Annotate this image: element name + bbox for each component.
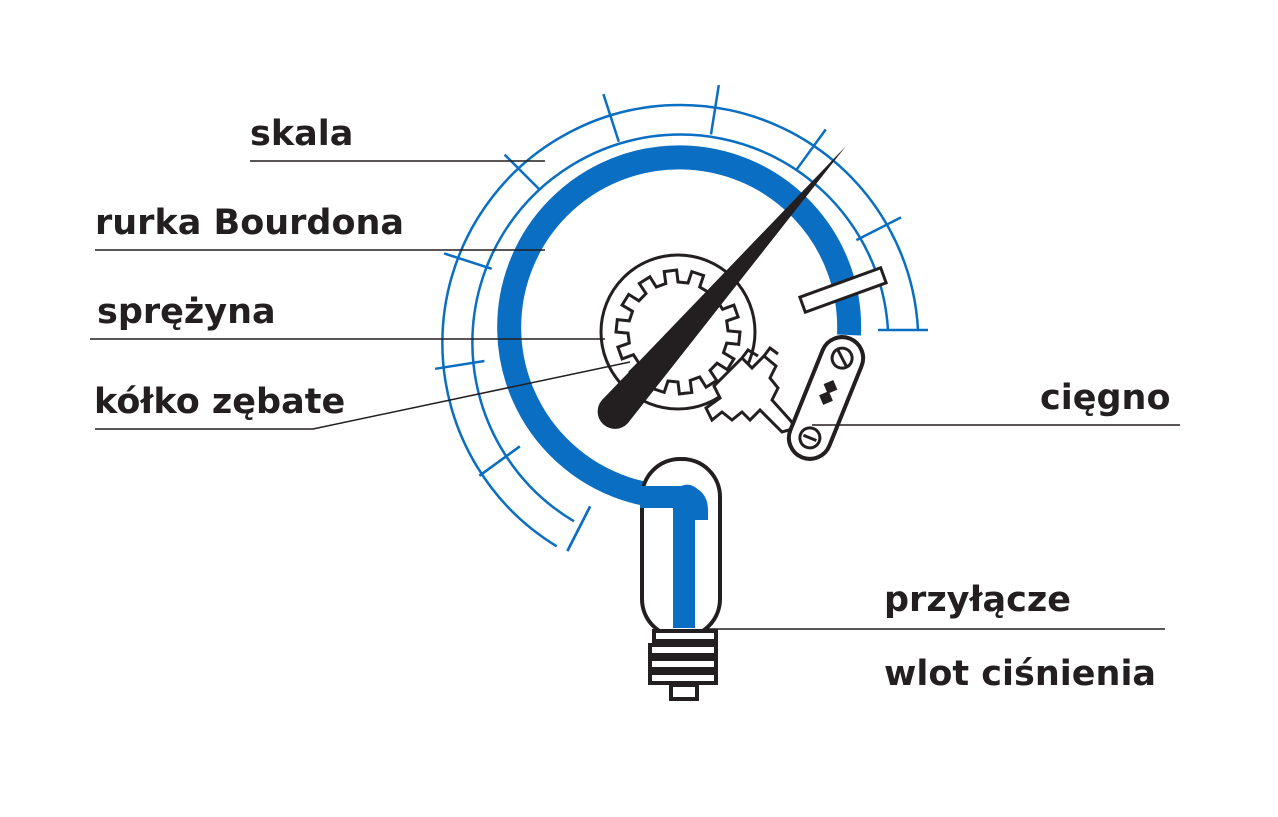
scale-tick bbox=[566, 505, 592, 552]
scale bbox=[434, 84, 928, 552]
link-rod bbox=[786, 265, 889, 461]
link-slot bbox=[819, 379, 838, 405]
bourdon-tube bbox=[497, 145, 862, 510]
inlet-stub bbox=[669, 683, 699, 701]
sector-gear bbox=[704, 353, 799, 434]
tube-bend bbox=[640, 486, 708, 520]
scale-tick bbox=[795, 128, 827, 171]
thread-ring bbox=[652, 629, 718, 643]
scale-tick bbox=[434, 359, 485, 371]
link-plate bbox=[786, 335, 866, 461]
leader-lines bbox=[90, 160, 1180, 630]
scale-tick bbox=[503, 153, 541, 191]
thread-ring bbox=[648, 657, 718, 671]
label-spring: sprężyna bbox=[97, 292, 276, 332]
scale-inner-arc bbox=[471, 133, 890, 523]
scale-outer-arc bbox=[441, 103, 920, 548]
thread-ring bbox=[648, 671, 718, 685]
leader-gear bbox=[95, 361, 631, 430]
label-scale: skala bbox=[250, 114, 354, 154]
needle-body bbox=[597, 146, 846, 429]
label-gear: kółko zębate bbox=[94, 382, 346, 422]
thread bbox=[648, 629, 718, 701]
label-connector: przyłącze bbox=[884, 580, 1071, 620]
connector bbox=[640, 457, 722, 701]
link-bar bbox=[797, 265, 889, 315]
scale-ticks bbox=[434, 84, 928, 552]
label-bourdon-tube: rurka Bourdona bbox=[95, 203, 405, 243]
scale-tick bbox=[855, 216, 902, 242]
label-pressure-inlet: wlot ciśnienia bbox=[884, 654, 1157, 694]
needle bbox=[597, 146, 846, 429]
scale-tick bbox=[443, 252, 493, 270]
thread-ring bbox=[648, 643, 718, 657]
sector-gear-teeth bbox=[740, 345, 779, 359]
scale-tick bbox=[478, 445, 521, 477]
scale-tick bbox=[602, 93, 620, 143]
label-link: cięgno bbox=[1040, 378, 1171, 418]
scale-tick bbox=[709, 84, 721, 135]
bourdon-tube-arc bbox=[497, 145, 862, 510]
